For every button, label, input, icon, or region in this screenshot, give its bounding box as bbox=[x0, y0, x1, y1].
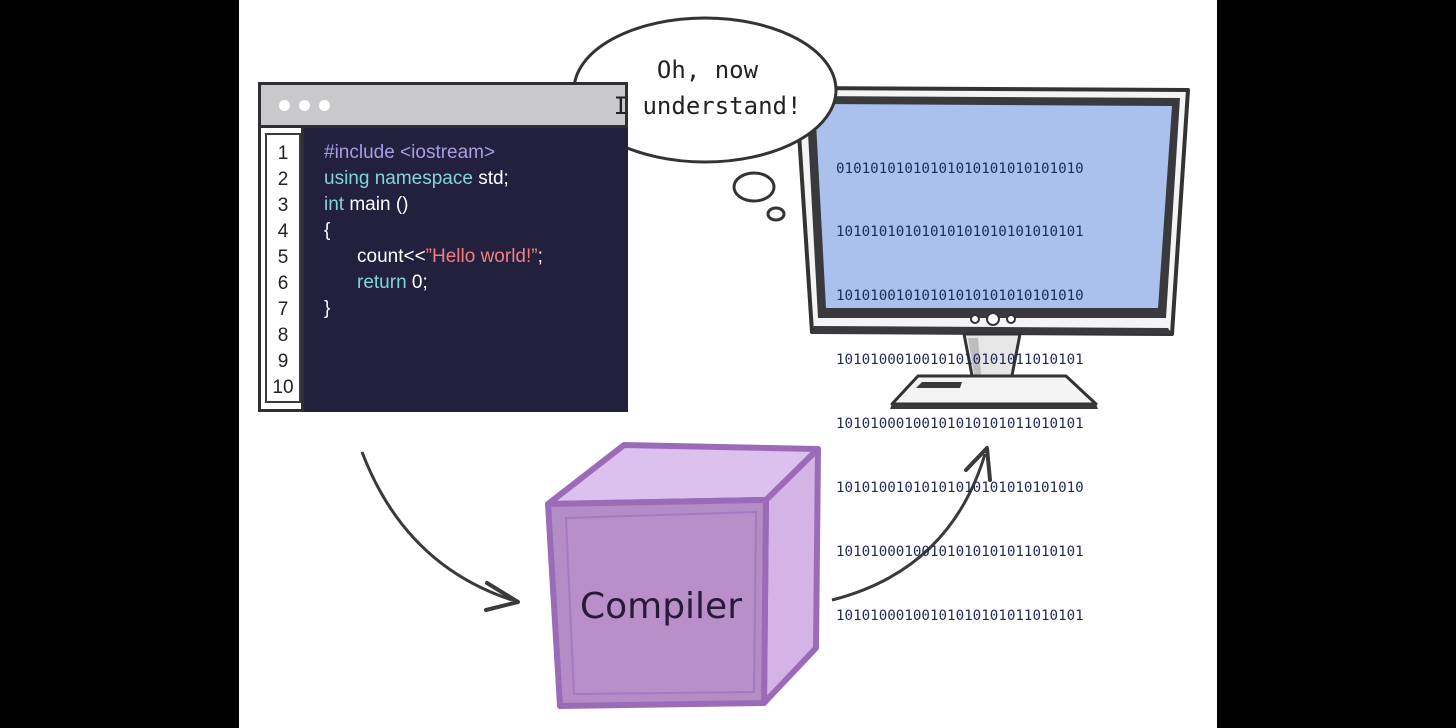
code-line-include: #include <iostream> bbox=[324, 142, 496, 163]
code-text: ; bbox=[537, 246, 543, 267]
compiler-label: Compiler bbox=[579, 586, 743, 627]
monitor-screen-binary: 01010101010101010101010101010 1010101010… bbox=[836, 116, 1156, 648]
window-dot-icon bbox=[299, 100, 310, 111]
code-line-open-brace: { bbox=[324, 220, 331, 241]
line-number: 8 bbox=[277, 325, 289, 346]
binary-line: 10101001010101010101010101010 bbox=[836, 480, 1084, 497]
binary-line: 10101000100101010101011010101 bbox=[836, 607, 1084, 624]
arrow-to-compiler bbox=[360, 451, 513, 602]
line-number: 3 bbox=[277, 195, 289, 216]
code-text: 0; bbox=[406, 272, 428, 293]
line-number: 5 bbox=[277, 247, 289, 268]
bubble-line: Oh, now bbox=[656, 56, 759, 84]
line-number: 2 bbox=[277, 169, 289, 190]
code-area: #include <iostream> using namespace std;… bbox=[304, 128, 628, 412]
code-keyword: return bbox=[357, 272, 407, 293]
code-line-using: using namespace std; bbox=[324, 166, 509, 192]
window-dot-icon bbox=[319, 100, 330, 111]
line-number: 1 bbox=[277, 143, 289, 164]
arrow-to-compiler-head bbox=[484, 581, 520, 612]
editor-title-bar bbox=[258, 82, 628, 128]
bubble-line: I understand! bbox=[613, 92, 802, 120]
binary-line: 10101001010101010101010101010 bbox=[836, 288, 1084, 305]
thought-bubble-text: Oh, now I understand! bbox=[585, 52, 830, 124]
code-line-return: return 0; bbox=[357, 270, 428, 296]
line-number: 10 bbox=[272, 377, 294, 398]
code-line-close-brace: } bbox=[324, 298, 331, 319]
code-string: ”Hello world!” bbox=[425, 246, 538, 267]
code-keyword: using namespace bbox=[324, 168, 473, 189]
binary-line: 10101000100101010101011010101 bbox=[836, 352, 1084, 369]
line-number-gutter: 1 2 3 4 5 6 7 8 9 10 bbox=[258, 128, 304, 412]
line-number: 9 bbox=[277, 351, 289, 372]
code-editor-window: 1 2 3 4 5 6 7 8 9 10 #include <iostream>… bbox=[258, 82, 628, 412]
code-text: main () bbox=[344, 194, 409, 215]
binary-line: 10101010101010101010101010101 bbox=[836, 224, 1084, 241]
code-line-count: count<<”Hello world!”; bbox=[357, 244, 543, 270]
line-number: 4 bbox=[277, 221, 289, 242]
code-text: count<< bbox=[357, 246, 426, 267]
binary-line: 10101000100101010101011010101 bbox=[836, 543, 1084, 560]
compiler-cube-graphic bbox=[545, 442, 821, 709]
thought-bubble-graphic bbox=[572, 16, 838, 222]
arrow-to-monitor bbox=[831, 453, 987, 602]
code-text: std; bbox=[472, 168, 509, 189]
code-keyword: int bbox=[324, 194, 345, 215]
binary-line: 10101000100101010101011010101 bbox=[836, 416, 1084, 433]
code-line-main: int main () bbox=[324, 192, 408, 218]
monitor-graphic bbox=[794, 86, 1190, 409]
line-number: 6 bbox=[277, 273, 289, 294]
arrow-to-monitor-head bbox=[964, 446, 992, 482]
window-dot-icon bbox=[279, 100, 290, 111]
line-number: 7 bbox=[277, 299, 289, 320]
binary-line: 01010101010101010101010101010 bbox=[836, 160, 1084, 177]
